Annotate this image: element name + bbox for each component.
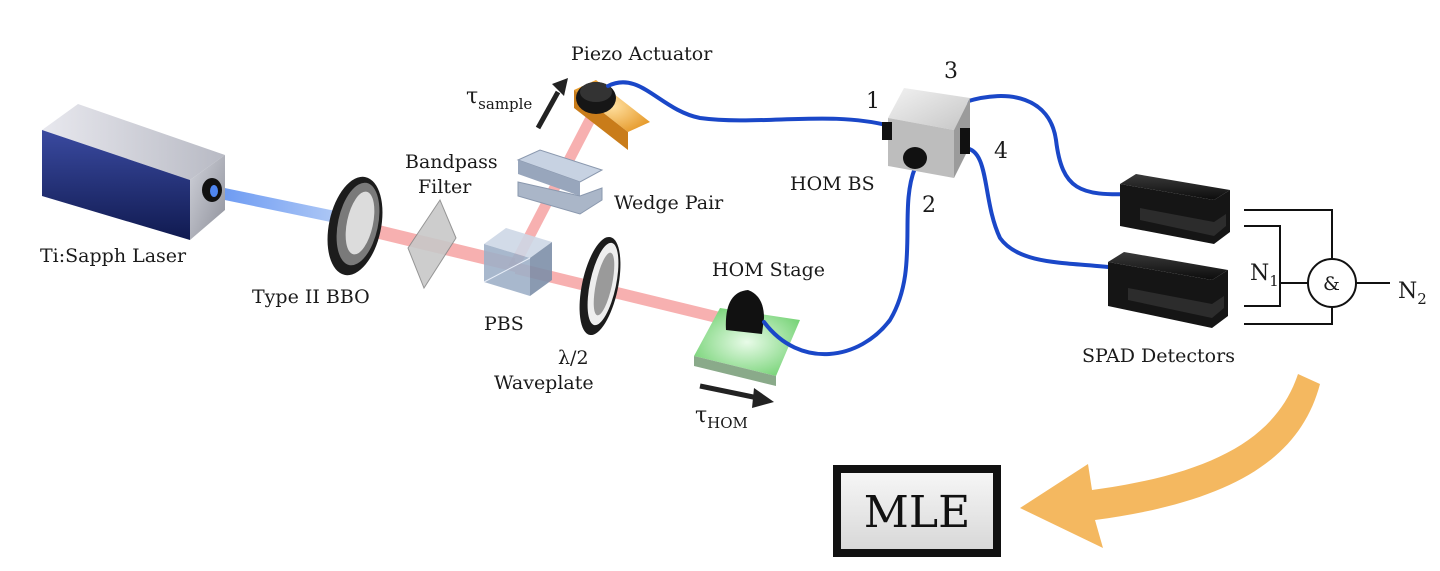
- tau-sample-subscript: sample: [478, 95, 532, 113]
- det1-slot: [1140, 208, 1226, 236]
- mle-box: [833, 465, 1001, 557]
- tau-hom-arrow: [699, 383, 774, 408]
- hom-stage-edge: [694, 356, 776, 386]
- laser-side-face: [42, 130, 190, 240]
- optical-fibers: [606, 80, 1134, 356]
- bandpass-filter: [407, 198, 457, 290]
- port-1-label: 1: [866, 89, 880, 114]
- tau-sample-arrow-shaft: [535, 90, 561, 130]
- bbo-label: Type II BBO: [252, 286, 370, 308]
- piezo-actuator: [574, 80, 650, 150]
- mle-arrow: [1020, 374, 1320, 548]
- tau-hom-subscript: HOM: [707, 414, 748, 432]
- hom-beamsplitter: [882, 88, 970, 178]
- pbs-diagonal: [483, 257, 531, 283]
- pbs-cube: [483, 228, 552, 296]
- pbs-top: [484, 228, 552, 258]
- wire-det1-upper: [1244, 209, 1333, 258]
- n1-subscript: 1: [1269, 272, 1279, 290]
- hom-bs-top: [888, 88, 970, 130]
- pbs-label: PBS: [484, 313, 524, 335]
- bbo-crystal-window: [345, 191, 375, 255]
- bandpass-label-line2: Filter: [418, 176, 472, 198]
- hom-bs-label: HOM BS: [790, 173, 875, 195]
- tau-sample-arrow-head: [552, 78, 568, 96]
- wire-det2-lower: [1244, 306, 1333, 325]
- tau-hom-arrow-head: [752, 388, 774, 408]
- laser-top-face: [42, 104, 225, 180]
- laser-label: Ti:Sapph Laser: [40, 245, 187, 267]
- wedge-pair-label: Wedge Pair: [614, 192, 724, 214]
- fiber-bs-to-det1: [963, 94, 1134, 197]
- wedge-pair: [516, 149, 604, 215]
- det2-top: [1108, 252, 1228, 280]
- hom-bs-port-right: [960, 128, 970, 154]
- hom-stage-mount: [725, 290, 764, 334]
- waveplate-label-line2: Waveplate: [494, 372, 594, 394]
- tau-sample-arrow: [535, 78, 568, 130]
- wire-det2-upper: [1244, 283, 1281, 307]
- laser-aperture-inner: [210, 185, 218, 197]
- wedge-b: [517, 181, 603, 215]
- hom-bs-port-front: [903, 147, 927, 169]
- piezo-mount-top: [580, 82, 612, 102]
- and-gate: [1307, 258, 1357, 308]
- n2-subscript: 2: [1417, 290, 1427, 308]
- mle-box-inner: [841, 473, 993, 549]
- tau-hom-main: τ: [695, 403, 707, 428]
- fiber-piezo-to-bs: [606, 80, 892, 128]
- tau-sample-main: τ: [466, 84, 478, 109]
- n2-label: N2: [1398, 279, 1427, 308]
- spad-label: SPAD Detectors: [1082, 345, 1235, 367]
- bandpass-label-line1: Bandpass: [405, 151, 498, 173]
- mle-label: MLE: [864, 487, 970, 538]
- spad-detector-1: [1120, 174, 1230, 244]
- wedge-a-front: [518, 160, 580, 196]
- port-2-label: 2: [922, 193, 936, 218]
- ti-sapph-laser: [42, 104, 225, 240]
- hom-stage-label: HOM Stage: [712, 259, 825, 281]
- hom-stage: [694, 290, 800, 386]
- waveplate-label-line1: λ/2: [558, 347, 589, 369]
- n1-label: N1: [1250, 261, 1279, 290]
- det2-slot: [1128, 288, 1224, 318]
- half-waveplate: [579, 236, 621, 336]
- n1-main: N: [1250, 261, 1269, 286]
- port-3-label: 3: [944, 59, 958, 84]
- fiber-bs-to-det2: [963, 146, 1120, 270]
- bandpass-filter-glass: [407, 198, 457, 290]
- tau-hom-arrow-shaft: [699, 383, 759, 401]
- port-4-label: 4: [994, 139, 1008, 164]
- blue-pump-beam: [215, 186, 350, 226]
- tau-hom-label: τHOM: [695, 403, 748, 432]
- fiber-stage-to-bs: [762, 166, 917, 356]
- piezo-label: Piezo Actuator: [571, 43, 713, 65]
- red-beam-pbs-to-stage: [515, 262, 745, 330]
- bbo-crystal: [327, 176, 383, 276]
- spad-detector-2: [1108, 252, 1228, 328]
- hom-stage-plate: [694, 308, 800, 376]
- coincidence-wiring: [1244, 209, 1390, 325]
- tau-sample-label: τsample: [466, 84, 532, 113]
- and-gate-symbol: &: [1323, 273, 1340, 295]
- det1-top: [1120, 174, 1230, 200]
- hom-bs-port-left: [882, 122, 892, 140]
- n2-main: N: [1398, 279, 1417, 304]
- wire-det1-lower: [1244, 225, 1312, 284]
- waveplate-window: [593, 252, 615, 316]
- pbs-side: [530, 242, 552, 296]
